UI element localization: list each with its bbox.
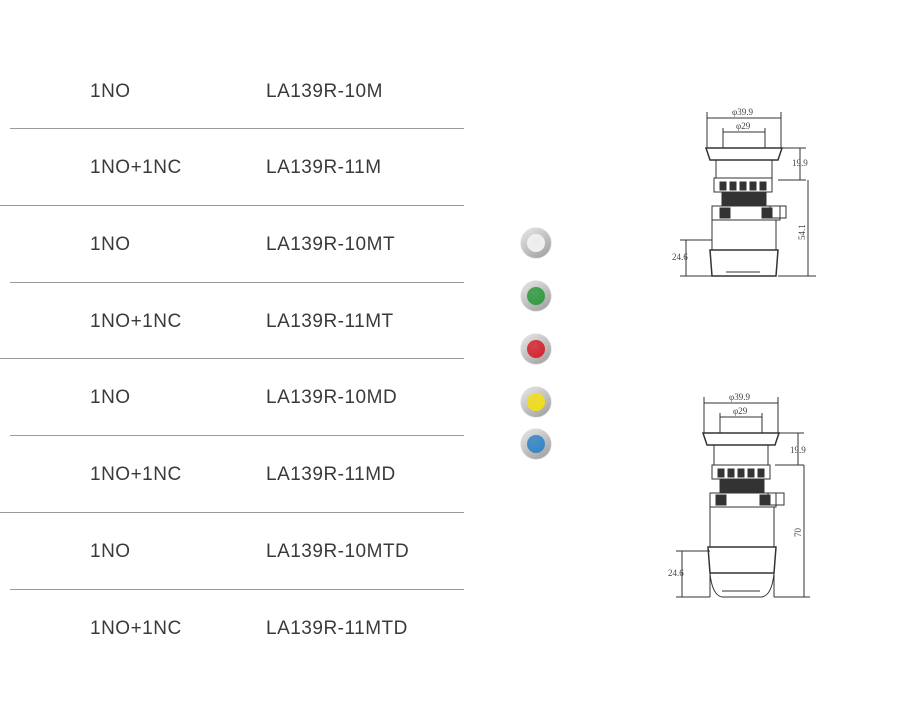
head-height-label: 19.9 (792, 158, 808, 168)
outer-diameter-label: φ39.9 (729, 392, 750, 402)
table-row: 1NO LA139R-10MT (0, 207, 464, 283)
contact-type: 1NO+1NC (90, 157, 182, 178)
model-number: LA139R-11MD (266, 464, 396, 485)
inner-diameter-label: φ29 (733, 406, 748, 416)
inner-diameter-label: φ29 (736, 121, 751, 131)
dimension-drawing-top: φ39.9 φ29 19.9 54.1 24.6 (672, 107, 816, 277)
outer-diameter-label: φ39.9 (732, 107, 753, 117)
body-height-label: 24.6 (672, 252, 688, 262)
total-height-label: 54.1 (797, 224, 807, 240)
model-number: LA139R-11M (266, 157, 382, 178)
contact-type: 1NO+1NC (90, 618, 182, 639)
row-divider (10, 589, 464, 590)
row-divider (0, 512, 464, 513)
row-divider (10, 282, 464, 283)
table-row: 1NO LA139R-10MTD (0, 514, 464, 590)
table-row: 1NO+1NC LA139R-11MT (0, 284, 464, 360)
color-swatch-blue (521, 429, 551, 459)
model-number: LA139R-10MD (266, 387, 398, 408)
color-swatch-green (521, 281, 551, 311)
model-number: LA139R-10MT (266, 234, 396, 255)
model-number: LA139R-11MTD (266, 618, 408, 639)
model-number: LA139R-10MTD (266, 541, 410, 562)
row-divider (0, 205, 464, 206)
row-divider (10, 128, 464, 129)
color-swatch-red (521, 334, 551, 364)
table-row: 1NO+1NC LA139R-11MTD (0, 591, 464, 667)
body-height-label: 24.6 (668, 568, 684, 578)
model-number: LA139R-11MT (266, 311, 394, 332)
total-height-label: 70 (793, 528, 803, 538)
dimension-drawing-bottom: φ39.9 φ29 19.9 70 24.6 (668, 392, 810, 598)
color-swatch-yellow (521, 387, 551, 417)
table-row: 1NO LA139R-10MD (0, 360, 464, 436)
head-height-label: 19.9 (790, 445, 806, 455)
contact-type: 1NO (90, 541, 131, 562)
model-number: LA139R-10M (266, 81, 383, 102)
row-divider (0, 358, 464, 359)
contact-type: 1NO+1NC (90, 311, 182, 332)
table-row: 1NO+1NC LA139R-11M (0, 130, 464, 206)
row-divider (10, 435, 464, 436)
color-swatch-white (521, 228, 551, 258)
contact-type: 1NO (90, 234, 131, 255)
table-row: 1NO LA139R-10M (0, 54, 464, 130)
contact-type: 1NO+1NC (90, 464, 182, 485)
contact-type: 1NO (90, 387, 131, 408)
contact-type: 1NO (90, 81, 131, 102)
table-row: 1NO+1NC LA139R-11MD (0, 437, 464, 513)
